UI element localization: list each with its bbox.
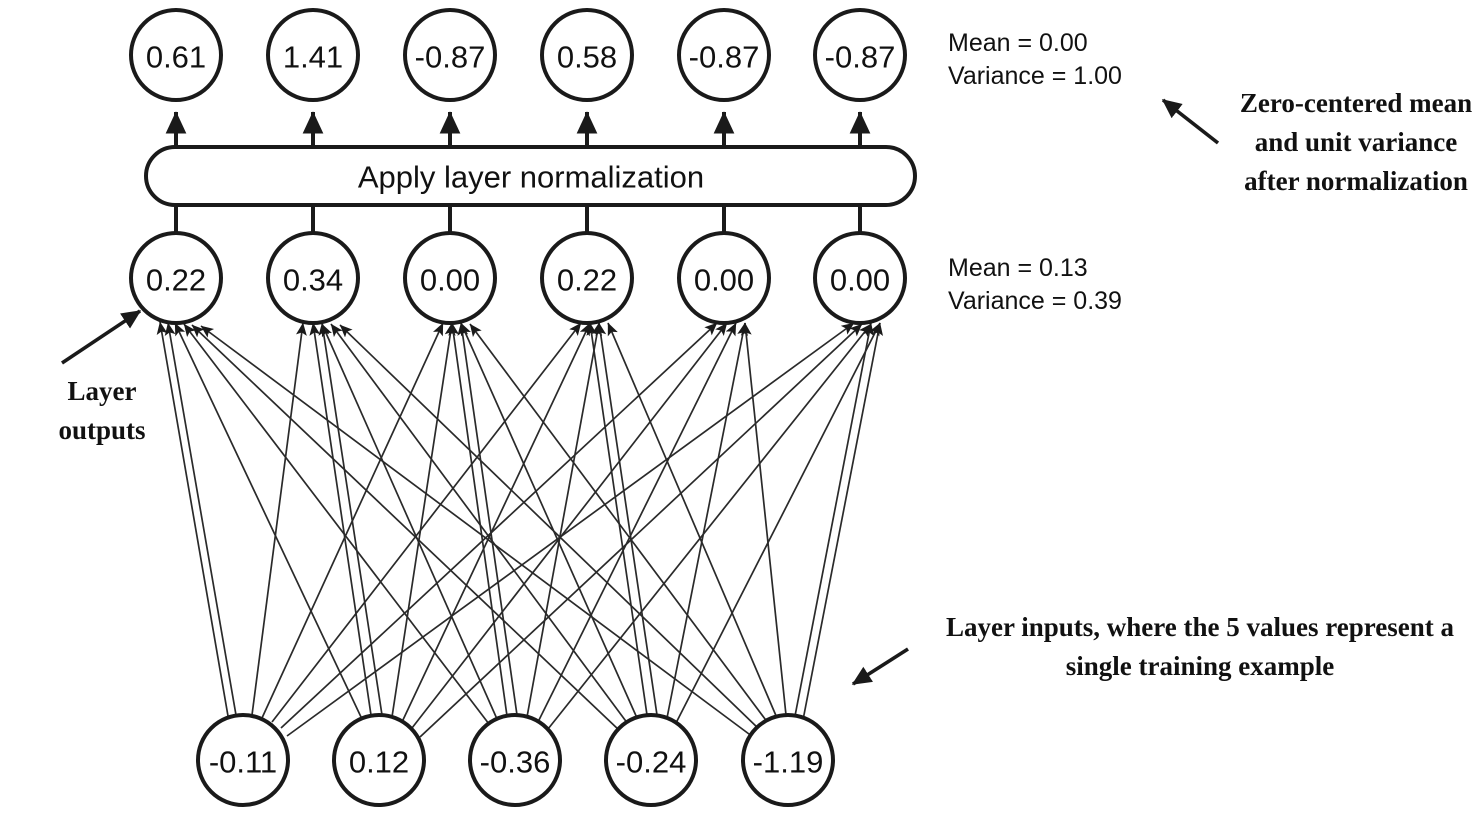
hidden-mean-label: Mean = 0.13: [948, 254, 1088, 282]
output-variance-label: Variance = 1.00: [948, 62, 1122, 90]
input-node-value: -0.11: [209, 745, 277, 780]
output-node-value: -0.87: [825, 40, 896, 75]
hidden-node-value: 0.22: [146, 263, 206, 298]
hidden-node: 0.00: [403, 231, 497, 325]
output-node: 0.61: [129, 8, 223, 102]
input-node: 0.12: [332, 713, 426, 807]
output-node: -0.87: [813, 8, 907, 102]
annotation-layer-outputs: Layer outputs: [58, 376, 146, 446]
input-node-value: 0.12: [349, 745, 409, 780]
hidden-node-group: 0.22 0.34 0.00 0.22 0.00 0.00: [129, 231, 907, 325]
output-node-value: 0.61: [146, 40, 206, 75]
apply-layer-normalization-box: Apply layer normalization: [144, 145, 917, 207]
output-node-value: -0.87: [689, 40, 760, 75]
output-node-value: 0.58: [557, 40, 617, 75]
output-node: -0.87: [677, 8, 771, 102]
hidden-node-value: 0.00: [420, 263, 480, 298]
hidden-node: 0.22: [540, 231, 634, 325]
input-node-value: -1.19: [753, 745, 824, 780]
output-node-group: 0.61 1.41 -0.87 0.58 -0.87 -0.87: [129, 8, 907, 102]
input-node-group: -0.11 0.12 -0.36 -0.24 -1.19: [196, 713, 835, 807]
output-node-value: -0.87: [415, 40, 486, 75]
output-layer-stats: Mean = 0.00 Variance = 1.00: [948, 27, 1122, 93]
connectors-to-output-nodes: [165, 111, 871, 147]
hidden-node: 0.34: [266, 231, 360, 325]
input-node: -1.19: [741, 713, 835, 807]
callout-arrow-layer-inputs: [851, 647, 909, 686]
hidden-node-value: 0.34: [283, 263, 343, 298]
callout-arrow-layer-outputs: [61, 309, 142, 365]
input-node: -0.11: [196, 713, 290, 807]
normalization-box-label: Apply layer normalization: [358, 160, 704, 195]
input-node: -0.36: [468, 713, 562, 807]
output-node: 1.41: [266, 8, 360, 102]
annotation-zero-centered: Zero-centered mean and unit variance aft…: [1239, 88, 1473, 197]
hidden-node-value: 0.22: [557, 263, 617, 298]
output-mean-label: Mean = 0.00: [948, 29, 1088, 57]
callout-arrows: [61, 98, 1220, 686]
hidden-node: 0.00: [677, 231, 771, 325]
hidden-variance-label: Variance = 0.39: [948, 287, 1122, 315]
output-node: -0.87: [403, 8, 497, 102]
hidden-node: 0.00: [813, 231, 907, 325]
hidden-node-value: 0.00: [694, 263, 754, 298]
output-node: 0.58: [540, 8, 634, 102]
hidden-node-value: 0.00: [830, 263, 890, 298]
input-node: -0.24: [604, 713, 698, 807]
hidden-node: 0.22: [129, 231, 223, 325]
hidden-layer-stats: Mean = 0.13 Variance = 0.39: [948, 252, 1122, 318]
input-node-value: -0.24: [616, 745, 687, 780]
annotation-layer-inputs: Layer inputs, where the 5 values represe…: [946, 612, 1454, 682]
callout-arrow-zero-centered: [1161, 98, 1220, 145]
input-node-value: -0.36: [480, 745, 551, 780]
output-node-value: 1.41: [283, 40, 343, 75]
connection-edges: [156, 321, 884, 738]
connectors-to-normalization-box: [174, 205, 862, 233]
